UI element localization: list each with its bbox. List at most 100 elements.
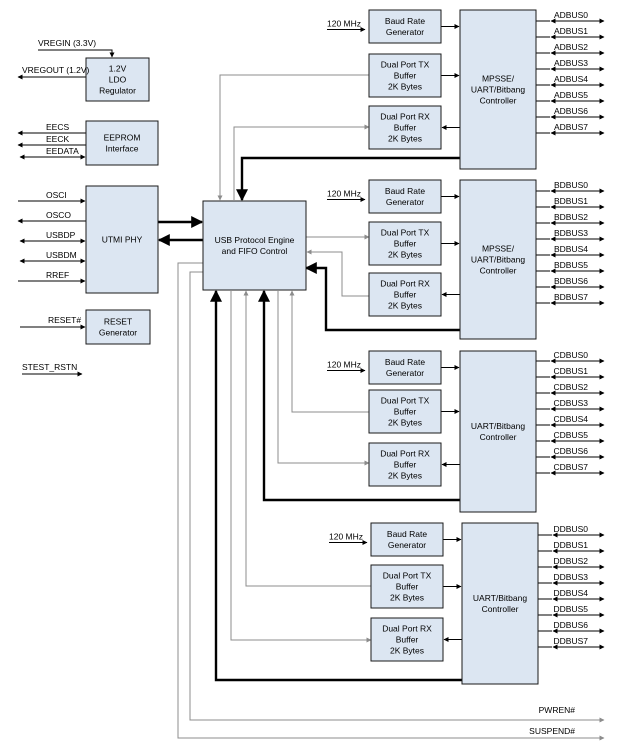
block-tx-c-label: Dual Port TX bbox=[381, 396, 430, 406]
pwren-line bbox=[189, 271, 605, 723]
block-baud-b-label: Baud Rate bbox=[385, 186, 425, 196]
bus-pin-label: CDBUS1 bbox=[554, 366, 589, 376]
block-rx-b-label: Dual Port RX bbox=[380, 279, 430, 289]
bus-pin-label: ADBUS0 bbox=[554, 10, 588, 20]
usb-bus-c bbox=[258, 289, 460, 502]
block-tx-c-label: 2K Bytes bbox=[388, 418, 422, 428]
block-tx-d-label: Buffer bbox=[396, 582, 419, 592]
bus-pin-label: CDBUS2 bbox=[554, 382, 589, 392]
block-ctrl-b-label: MPSSE/ bbox=[482, 244, 515, 254]
suspend-label: SUSPEND# bbox=[529, 726, 575, 736]
block-baud-c-label: Baud Rate bbox=[385, 357, 425, 367]
bus-pin-label: CDBUS7 bbox=[554, 462, 589, 472]
tx-a-to-usb bbox=[217, 74, 369, 201]
block-rx-c-box bbox=[368, 442, 442, 487]
bus-pin-label: DDBUS1 bbox=[554, 540, 589, 550]
block-ctrl-a-label: Controller bbox=[480, 96, 517, 106]
block-ctrl-a-label: UART/Bitbang bbox=[471, 85, 525, 95]
block-usb-label: and FIFO Control bbox=[222, 246, 288, 256]
bus-pin-label: BDBUS3 bbox=[554, 228, 588, 238]
rx-b-to-usb bbox=[306, 249, 369, 297]
block-tx-c-label: Buffer bbox=[394, 407, 417, 417]
block-rx-c-label: Buffer bbox=[394, 460, 417, 470]
block-ctrl-c-box bbox=[459, 350, 537, 513]
vregin-label: VREGIN (3.3V) bbox=[38, 38, 96, 48]
block-reset-label: Generator bbox=[99, 328, 137, 338]
vregin-line bbox=[38, 49, 115, 58]
vregout-label: VREGOUT (1.2V) bbox=[22, 65, 90, 75]
block-ldo-label: Regulator bbox=[99, 86, 136, 96]
clock-label-a: 120 MHz bbox=[327, 19, 361, 29]
pwren-label: PWREN# bbox=[539, 705, 576, 715]
usbdp-label: USBDP bbox=[46, 230, 76, 240]
block-usb-label: USB Protocol Engine bbox=[215, 235, 295, 245]
signal-labels: 120 MHzADBUS0ADBUS1ADBUS2ADBUS3ADBUS4ADB… bbox=[22, 10, 588, 736]
bus-pin-label: CDBUS3 bbox=[554, 398, 589, 408]
block-ctrl-b-label: Controller bbox=[480, 266, 517, 276]
clock-label-c: 120 MHz bbox=[327, 360, 361, 370]
bus-pin-label: DDBUS0 bbox=[554, 524, 589, 534]
block-ctrl-d-label: UART/Bitbang bbox=[473, 593, 527, 603]
bus-pin-label: DDBUS7 bbox=[554, 636, 589, 646]
block-rx-c-label: 2K Bytes bbox=[388, 471, 422, 481]
eeck-label: EECK bbox=[46, 134, 69, 144]
block-tx-b-label: 2K Bytes bbox=[388, 250, 422, 260]
block-rx-b-label: 2K Bytes bbox=[388, 301, 422, 311]
block-reset-box bbox=[85, 309, 151, 345]
bus-pin-label: BDBUS0 bbox=[554, 180, 588, 190]
osco-label: OSCO bbox=[46, 210, 71, 220]
block-ldo-label: LDO bbox=[109, 75, 127, 85]
osci-label: OSCI bbox=[46, 190, 67, 200]
connection-lines bbox=[17, 18, 605, 741]
clock-label-d: 120 MHz bbox=[329, 532, 363, 542]
block-rx-b-label: Buffer bbox=[394, 290, 417, 300]
block-rx-c-label: Dual Port RX bbox=[380, 449, 430, 459]
block-rx-a-label: 2K Bytes bbox=[388, 134, 422, 144]
block-utmi-label: UTMI PHY bbox=[102, 235, 143, 245]
block-tx-a-box bbox=[368, 53, 442, 98]
block-eeprom-label: EEPROM bbox=[104, 133, 141, 143]
bus-pin-label: DDBUS4 bbox=[554, 588, 589, 598]
block-rx-b-box bbox=[368, 272, 442, 317]
block-ctrl-c-label: Controller bbox=[480, 432, 517, 442]
eecs-label: EECS bbox=[46, 122, 69, 132]
block-rx-d-box bbox=[370, 617, 444, 662]
bus-pin-label: ADBUS6 bbox=[554, 106, 588, 116]
reset-label: RESET# bbox=[48, 315, 81, 325]
block-baud-d-label: Baud Rate bbox=[387, 529, 427, 539]
bus-pin-label: CDBUS5 bbox=[554, 430, 589, 440]
block-utmi-box bbox=[85, 185, 159, 294]
block-ctrl-a-label: MPSSE/ bbox=[482, 74, 515, 84]
bus-pin-label: CDBUS6 bbox=[554, 446, 589, 456]
bus-pin-label: ADBUS5 bbox=[554, 90, 588, 100]
block-ctrl-b-box bbox=[459, 179, 537, 340]
block-baud-a-label: Generator bbox=[386, 27, 424, 37]
block-tx-d-box bbox=[370, 564, 444, 609]
block-baud-a-label: Baud Rate bbox=[385, 16, 425, 26]
bus-pin-label: BDBUS1 bbox=[554, 196, 588, 206]
block-ctrl-c-label: UART/Bitbang bbox=[471, 421, 525, 431]
usbdm-label: USBDM bbox=[46, 250, 77, 260]
usb-bus-b bbox=[304, 262, 460, 332]
bus-pin-label: DDBUS5 bbox=[554, 604, 589, 614]
block-ldo-label: 1.2V bbox=[109, 64, 127, 74]
bus-pin-label: DDBUS3 bbox=[554, 572, 589, 582]
block-tx-a-label: Dual Port TX bbox=[381, 60, 430, 70]
bus-pin-label: BDBUS7 bbox=[554, 292, 588, 302]
rx-a-to-usb bbox=[233, 124, 370, 200]
bus-pin-label: DDBUS2 bbox=[554, 556, 589, 566]
block-baud-d-box bbox=[370, 522, 444, 557]
